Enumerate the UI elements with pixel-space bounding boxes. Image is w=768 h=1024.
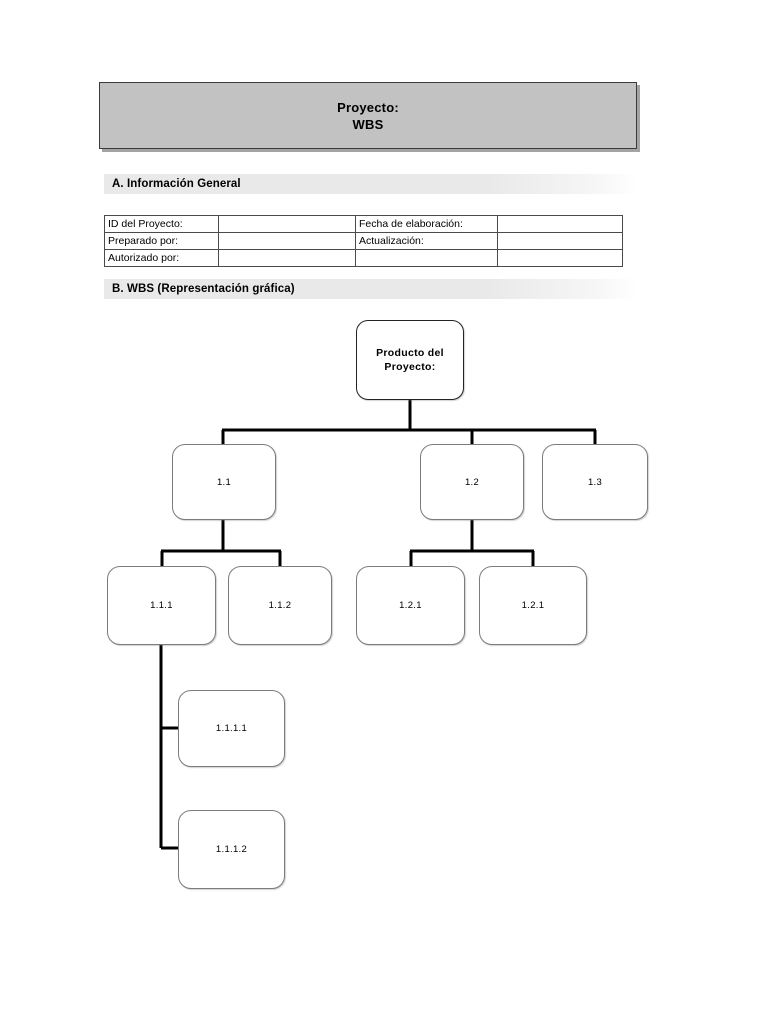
section-heading-general-info: A. Información General xyxy=(104,174,637,194)
wbs-node-1-2-1-first[interactable]: 1.2.1 xyxy=(356,566,465,645)
general-info-table: ID del Proyecto: Fecha de elaboración: P… xyxy=(104,215,623,267)
table-row: ID del Proyecto: Fecha de elaboración: xyxy=(104,215,623,233)
wbs-node-1-1-1[interactable]: 1.1.1 xyxy=(107,566,216,645)
wbs-node-root[interactable]: Producto del Proyecto: xyxy=(356,320,464,400)
field-authorized-by[interactable] xyxy=(218,249,356,267)
wbs-node-1-3-label: 1.3 xyxy=(587,476,603,488)
section-b-title: B. WBS (Representación gráfica) xyxy=(112,283,295,295)
wbs-node-1-1-1-1[interactable]: 1.1.1.1 xyxy=(178,690,285,767)
wbs-node-1-1-2-label: 1.1.2 xyxy=(268,600,292,611)
wbs-node-1-1-label: 1.1 xyxy=(216,476,232,488)
table-row: Autorizado por: xyxy=(104,249,623,267)
wbs-node-1-1-2[interactable]: 1.1.2 xyxy=(228,566,332,645)
wbs-node-root-label: Producto del Proyecto: xyxy=(376,346,444,374)
wbs-node-root-line-1: Producto del xyxy=(376,347,444,359)
wbs-node-1-1[interactable]: 1.1 xyxy=(172,444,276,520)
field-prepared-by[interactable] xyxy=(218,232,356,250)
wbs-node-1-2[interactable]: 1.2 xyxy=(420,444,524,520)
field-update[interactable] xyxy=(497,232,623,250)
wbs-node-1-1-1-label: 1.1.1 xyxy=(150,600,173,611)
label-elaboration-date: Fecha de elaboración: xyxy=(355,215,498,233)
section-a-title: A. Información General xyxy=(112,178,241,190)
label-update: Actualización: xyxy=(355,232,498,250)
wbs-node-1-1-1-1-label: 1.1.1.1 xyxy=(215,723,248,734)
cell-empty-right[interactable] xyxy=(497,249,623,267)
wbs-node-1-2-1-second[interactable]: 1.2.1 xyxy=(479,566,587,645)
wbs-node-1-1-1-2[interactable]: 1.1.1.2 xyxy=(178,810,285,889)
wbs-node-1-1-1-2-label: 1.1.1.2 xyxy=(215,844,248,855)
label-project-id: ID del Proyecto: xyxy=(104,215,219,233)
field-project-id[interactable] xyxy=(218,215,356,233)
project-title-line-1: Proyecto: xyxy=(337,99,399,115)
wbs-node-root-line-2: Proyecto: xyxy=(384,361,436,373)
wbs-node-1-2-label: 1.2 xyxy=(464,476,480,488)
project-title-line-2: WBS xyxy=(352,116,384,132)
cell-empty-left xyxy=(355,249,498,267)
wbs-node-1-2-1-first-label: 1.2.1 xyxy=(399,600,422,611)
table-row: Preparado por: Actualización: xyxy=(104,232,623,250)
section-heading-wbs-graphic: B. WBS (Representación gráfica) xyxy=(104,279,637,299)
project-title-banner: Proyecto: WBS xyxy=(99,82,637,149)
field-elaboration-date[interactable] xyxy=(497,215,623,233)
wbs-node-1-2-1-second-label: 1.2.1 xyxy=(521,600,545,611)
label-prepared-by: Preparado por: xyxy=(104,232,219,250)
wbs-node-1-3[interactable]: 1.3 xyxy=(542,444,648,520)
label-authorized-by: Autorizado por: xyxy=(104,249,219,267)
